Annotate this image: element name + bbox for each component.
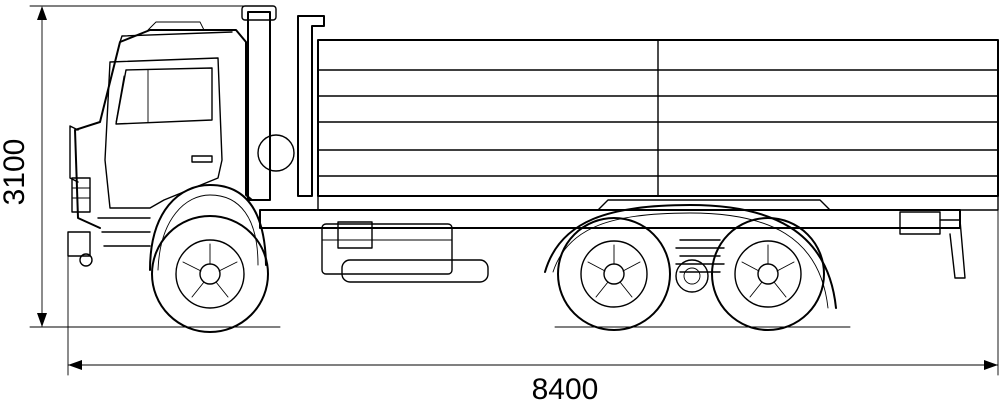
fuel-tank: [321, 223, 453, 275]
height-arrow-top: [37, 6, 47, 20]
rear-differential: [675, 259, 709, 293]
middle-wheel-spokes: [587, 244, 641, 298]
lower-tank: [341, 259, 489, 283]
body-subframe: [317, 195, 999, 211]
rear-spring: [675, 239, 725, 273]
middle-tire: [557, 217, 671, 331]
rear-hub: [757, 263, 779, 285]
headboard-post: [297, 15, 325, 197]
headlight-panel: [71, 177, 91, 213]
rear-tire: [711, 217, 825, 331]
rear-fender: [544, 204, 837, 309]
rear-wheel: [711, 217, 825, 331]
front-wheel: [151, 215, 269, 333]
length-label: 8400: [532, 373, 599, 403]
length-arrow-left: [68, 360, 82, 370]
chassis-frame: [259, 199, 966, 283]
front-hub: [199, 263, 221, 285]
length-dimension: 8400: [67, 39, 999, 403]
hydraulic-cylinder: [597, 199, 831, 211]
tow-hook: [79, 253, 93, 267]
intake-pipe: [247, 11, 271, 201]
front-rim: [175, 239, 245, 309]
front-wheel-arch-inner: [157, 194, 259, 271]
cab-door: [104, 57, 223, 209]
cab: [67, 21, 253, 267]
cab-window: [115, 67, 213, 125]
rear-mudflap-bracket: [939, 219, 966, 279]
length-arrow-right: [984, 360, 998, 370]
middle-rim: [580, 240, 648, 308]
middle-wheel: [557, 217, 671, 331]
differential-core: [683, 267, 701, 285]
intake-cap: [241, 5, 277, 21]
height-label: 3100: [0, 139, 31, 206]
rear-rim: [734, 240, 802, 308]
air-filter-tank: [257, 134, 295, 172]
door-handle: [191, 155, 213, 163]
height-dimension: 3100: [0, 5, 281, 328]
rear-fender-inner: [552, 212, 829, 309]
cab-roof-edge: [119, 31, 233, 43]
cargo-body: [297, 15, 999, 211]
cab-steps: [97, 217, 151, 247]
front-wheel-spokes: [182, 243, 238, 298]
differential-housing: [675, 259, 709, 293]
height-arrow-bottom: [37, 313, 47, 327]
side-mirror: [69, 125, 79, 183]
air-intake: [241, 5, 295, 201]
front-tire: [151, 215, 269, 333]
middle-hub: [603, 263, 625, 285]
window-inner-edge: [115, 75, 125, 123]
rear-wheel-spokes: [741, 244, 795, 298]
front-bumper: [67, 231, 91, 257]
battery-box: [337, 221, 373, 249]
cab-roof-visor: [147, 21, 205, 31]
rear-bumper: [899, 211, 941, 235]
